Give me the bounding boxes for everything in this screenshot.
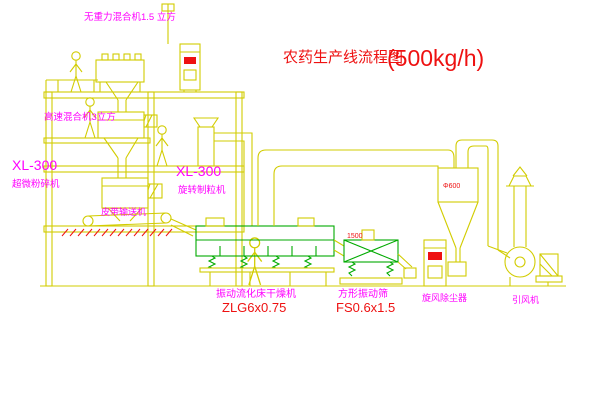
belt-conveyor: [82, 212, 197, 237]
spring: [347, 261, 357, 277]
vibrating-screen: [333, 229, 417, 285]
screen-inlet: [361, 229, 375, 241]
diagram-title: 农药生产线流程图: [283, 49, 403, 66]
indicator-light: [184, 57, 196, 64]
label-dryer-name: 振动流化床干燥机: [216, 287, 296, 300]
label-belt-conveyor: 皮带输送机: [101, 206, 146, 217]
control-cabinet: [423, 239, 447, 287]
label-top-mixer: 无重力混合机1.5 立方: [84, 11, 176, 23]
fluid-bed-dryer: [195, 217, 335, 286]
induced-draft-fan: [487, 166, 563, 286]
spring: [303, 255, 313, 269]
dimension-cyclone: Φ600: [443, 183, 460, 190]
discharge-box: [403, 267, 417, 279]
dust-collector: [447, 261, 467, 277]
spring: [239, 255, 249, 269]
hoist-trolley: [161, 3, 175, 12]
pulverizer: [192, 117, 253, 226]
spring: [385, 261, 395, 277]
motor: [147, 183, 163, 199]
label-granulator-name: 旋转制粒机: [178, 184, 226, 196]
indicator-light: [428, 252, 442, 260]
diagram-capacity: (500kg/h): [387, 45, 484, 71]
outlet-pipe: [467, 145, 489, 246]
label-screen-name: 方形振动筛: [338, 287, 388, 300]
label-screen-model: FS0.6x1.5: [336, 300, 395, 315]
label-fan: 引风机: [512, 294, 539, 305]
workers: [69, 51, 263, 286]
outlet-pipe: [455, 139, 499, 250]
control-cabinet: [179, 43, 201, 92]
label-dryer-model: ZLG6x0.75: [222, 300, 286, 315]
exhaust-duct: [257, 149, 455, 226]
floor-edge-hatch: [61, 228, 173, 237]
label-granulator-model: XL-300: [176, 163, 221, 179]
gravity-free-mixer: [95, 53, 145, 112]
dimension-screen: 1500: [347, 233, 363, 240]
screen-base: [339, 277, 403, 285]
rain-cap: [508, 175, 532, 187]
spring: [207, 255, 217, 269]
base-rail: [199, 267, 335, 273]
label-mill-name: 超微粉碎机: [12, 178, 60, 190]
cyclone-separator: [437, 139, 499, 277]
label-mill-model: XL-300: [12, 157, 57, 173]
feed-duct: [214, 132, 253, 226]
label-cyclone: 旋风除尘器: [422, 292, 467, 303]
person-figure: [69, 51, 83, 93]
person-figure: [155, 125, 169, 167]
label-high-speed-mixer: 高速混合机3立方: [44, 111, 116, 123]
high-speed-mixer: [97, 111, 158, 178]
spring: [271, 255, 281, 269]
feed-duct: [214, 140, 245, 226]
rain-cap: [512, 166, 528, 177]
building-structure: [40, 3, 566, 287]
labels: 农药生产线流程图 (500kg/h) 无重力混合机1.5 立方 高速混合机3立方…: [12, 11, 539, 315]
